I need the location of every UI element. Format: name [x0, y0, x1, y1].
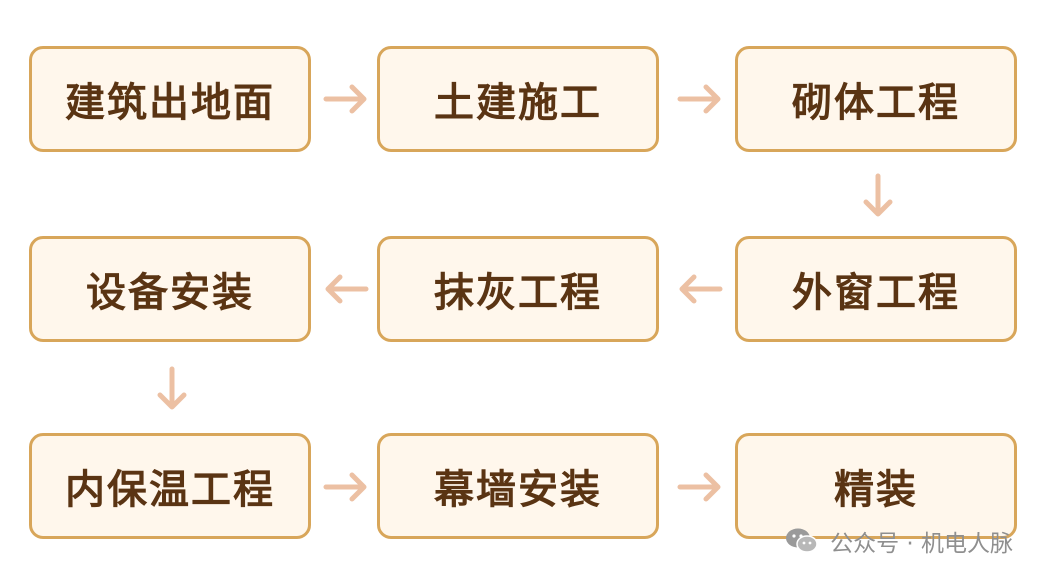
step-building-above-ground: 建筑出地面 [29, 46, 311, 152]
step-curtain-wall-installation: 幕墙安装 [377, 433, 659, 539]
arrow-left-icon [676, 265, 724, 313]
step-exterior-window-work: 外窗工程 [735, 236, 1017, 342]
arrow-right-icon [676, 463, 724, 511]
wechat-icon [784, 526, 820, 556]
step-plastering-work: 抹灰工程 [377, 236, 659, 342]
arrow-down-icon [854, 172, 902, 220]
arrow-left-icon [322, 265, 370, 313]
step-interior-insulation-work: 内保温工程 [29, 433, 311, 539]
step-equipment-installation: 设备安装 [29, 236, 311, 342]
arrow-right-icon [322, 463, 370, 511]
step-civil-construction: 土建施工 [377, 46, 659, 152]
step-masonry-work: 砌体工程 [735, 46, 1017, 152]
arrow-right-icon [676, 75, 724, 123]
arrow-down-icon [148, 365, 196, 413]
watermark-text: 公众号 · 机电人脉 [830, 531, 1013, 557]
arrow-right-icon [322, 75, 370, 123]
step-fine-decoration: 精装 [735, 433, 1017, 539]
watermark: 公众号 · 机电人脉 [784, 524, 1013, 558]
